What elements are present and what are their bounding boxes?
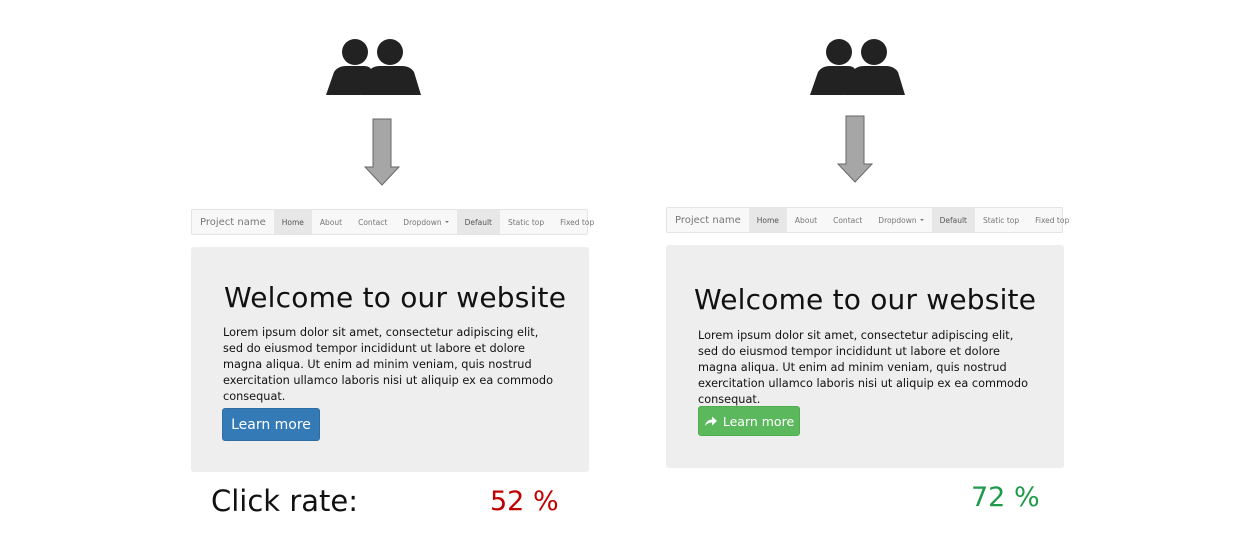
jumbotron: Welcome to our website Lorem ipsum dolor… — [666, 245, 1064, 468]
nav-item-fixed-top[interactable]: Fixed top — [560, 217, 595, 227]
caret-down-icon — [444, 221, 449, 223]
variant-a: Project name Home About Contact Dropdown… — [191, 0, 594, 533]
click-rate-b: 72 % — [971, 482, 1040, 513]
jumbotron-body: Lorem ipsum dolor sit amet, consectetur … — [223, 326, 553, 403]
jumbotron-body: Lorem ipsum dolor sit amet, consectetur … — [698, 329, 1028, 406]
click-rate-a: 52 % — [490, 486, 559, 517]
nav-item-dropdown-label: Dropdown — [878, 215, 917, 225]
learn-more-label: Learn more — [722, 413, 795, 429]
variant-b: Project name Home About Contact Dropdown… — [666, 0, 1069, 533]
share-arrow-icon — [704, 416, 717, 426]
jumbotron: Welcome to our website Lorem ipsum dolor… — [191, 247, 589, 472]
learn-more-label: Learn more — [231, 416, 311, 433]
down-arrow-icon — [837, 115, 873, 183]
jumbotron-title: Welcome to our website — [694, 283, 1037, 316]
navbar: Project name Home About Contact Dropdown… — [666, 207, 1069, 233]
navbar: Project name Home About Contact Dropdown… — [191, 209, 594, 235]
users-icon — [810, 39, 905, 95]
nav-item-about[interactable]: About — [794, 215, 818, 225]
nav-item-static-top[interactable]: Static top — [507, 217, 545, 227]
nav-item-dropdown[interactable]: Dropdown — [870, 208, 931, 232]
nav-item-about[interactable]: About — [319, 217, 343, 227]
nav-item-home[interactable]: Home — [273, 210, 312, 234]
down-arrow-icon — [364, 118, 400, 186]
nav-item-fixed-top[interactable]: Fixed top — [1035, 215, 1070, 225]
navbar-brand[interactable]: Project name — [675, 214, 741, 226]
nav-item-default[interactable]: Default — [931, 208, 975, 232]
caret-down-icon — [919, 219, 924, 221]
nav-item-static-top[interactable]: Static top — [982, 215, 1020, 225]
nav-item-contact[interactable]: Contact — [358, 217, 388, 227]
learn-more-button[interactable]: Learn more — [698, 406, 800, 436]
nav-item-home[interactable]: Home — [748, 208, 787, 232]
nav-item-contact[interactable]: Contact — [833, 215, 863, 225]
nav-item-default[interactable]: Default — [456, 210, 500, 234]
nav-item-dropdown[interactable]: Dropdown — [395, 210, 456, 234]
nav-item-dropdown-label: Dropdown — [403, 217, 442, 227]
navbar-brand[interactable]: Project name — [200, 216, 266, 228]
click-rate-label: Click rate: — [211, 484, 358, 518]
jumbotron-title: Welcome to our website — [224, 281, 567, 314]
learn-more-button[interactable]: Learn more — [222, 408, 320, 441]
users-icon — [326, 39, 421, 95]
